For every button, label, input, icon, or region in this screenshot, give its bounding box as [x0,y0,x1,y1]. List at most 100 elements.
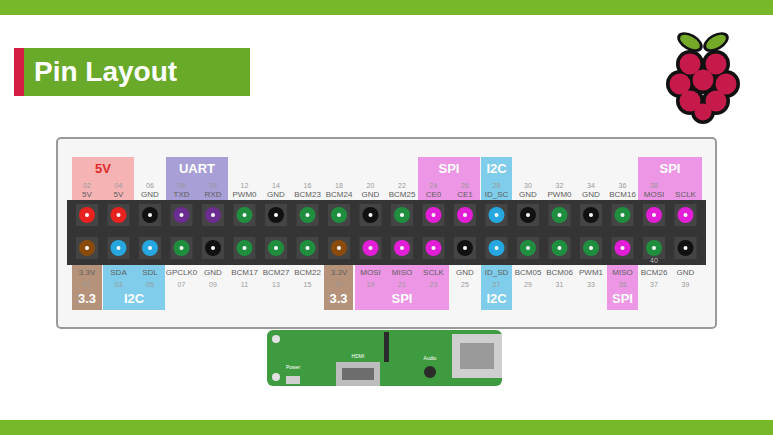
pin-dot [426,207,442,223]
pin-dot [426,240,442,256]
pin-center [180,213,184,217]
pin-label: GND [362,191,380,199]
pin-label: 40 [650,256,658,263]
pin-center [180,246,184,250]
pin-center [306,246,310,250]
pin [675,237,697,259]
pin [265,204,287,226]
pin-socket [643,237,665,259]
pin-center [243,213,247,217]
pin-socket [360,204,382,226]
pin [580,204,602,226]
ethernet-socket [460,343,494,369]
group-heading: SPI [418,161,480,176]
pin [202,237,224,259]
pin-group: 5V [72,157,134,200]
pin-socket [675,204,697,226]
group-heading: I2C [103,291,165,306]
pin-center [117,246,121,250]
pin-center [85,213,89,217]
pin-dot [79,240,95,256]
pin-center [463,246,467,250]
pin-socket [643,204,665,226]
pin-label: 14 [272,182,280,189]
pin-label: GND [456,269,474,277]
pin-label: PWM0 [233,191,257,199]
pin-center [306,213,310,217]
pin-label: 17 [335,281,343,288]
pin-center [432,213,436,217]
bottom-bar [0,420,773,435]
pin-label: 3.3V [331,269,347,277]
pin [360,204,382,226]
pin [234,237,256,259]
pin-label: 3.3V [79,269,95,277]
pin-label: CE1 [457,191,473,199]
pin-center [148,213,152,217]
pin-socket [517,204,539,226]
pin-label: 39 [682,281,690,288]
pin [391,237,413,259]
pin-dot [678,207,694,223]
pin-socket [549,237,571,259]
board-label: Audio [424,356,437,361]
pin-center [117,213,121,217]
pin-label: 26 [461,182,469,189]
pin [486,204,508,226]
pin-center [369,246,373,250]
pin-label: PWM0 [548,191,572,199]
pin [265,237,287,259]
board-label: HDMI [352,354,365,359]
pin-dot [615,240,631,256]
pin-socket [423,204,445,226]
group-heading: SPI [355,291,449,306]
pin-label: BCM22 [294,269,321,277]
pin-socket [139,237,161,259]
pin-label: 34 [587,182,595,189]
pin-label: 05 [146,281,154,288]
pin-dot [394,240,410,256]
pin-dot [268,207,284,223]
pin-label: 09 [209,281,217,288]
pin-center [274,213,278,217]
pin-label: 03 [115,281,123,288]
pin-dot [457,207,473,223]
pin-dot [520,240,536,256]
pin-label: RXD [205,191,222,199]
pin-center [684,213,688,217]
pin-dot [552,240,568,256]
group-heading: SPI [607,291,638,306]
pin-label: MOSI [644,191,664,199]
pin-socket [297,204,319,226]
pin-center [337,246,341,250]
pin-socket [454,237,476,259]
pin [139,237,161,259]
audio-jack [424,366,436,378]
pin-dot [300,207,316,223]
pin-label: 21 [398,281,406,288]
pin-label: 22 [398,182,406,189]
pin-dot [111,240,127,256]
pin-label: BCM05 [515,269,542,277]
pin-label: SDL [142,269,158,277]
pin-label: 5V [114,191,124,199]
pin-label: 35 [619,281,627,288]
pin-dot [205,207,221,223]
pin [643,204,665,226]
pin-dot [174,207,190,223]
pin-socket [108,204,130,226]
group-heading: I2C [481,291,512,306]
board-label: Power [286,365,300,370]
pin-label: 15 [304,281,312,288]
pins [76,204,697,259]
pin-header [67,200,706,265]
pin-label: 33 [587,281,595,288]
pin-center [463,213,467,217]
pin-label: 30 [524,182,532,189]
pin-center [211,213,215,217]
pin-socket [391,204,413,226]
pin [171,204,193,226]
camera-connector [384,332,389,362]
pin-center [589,246,593,250]
pin [423,204,445,226]
